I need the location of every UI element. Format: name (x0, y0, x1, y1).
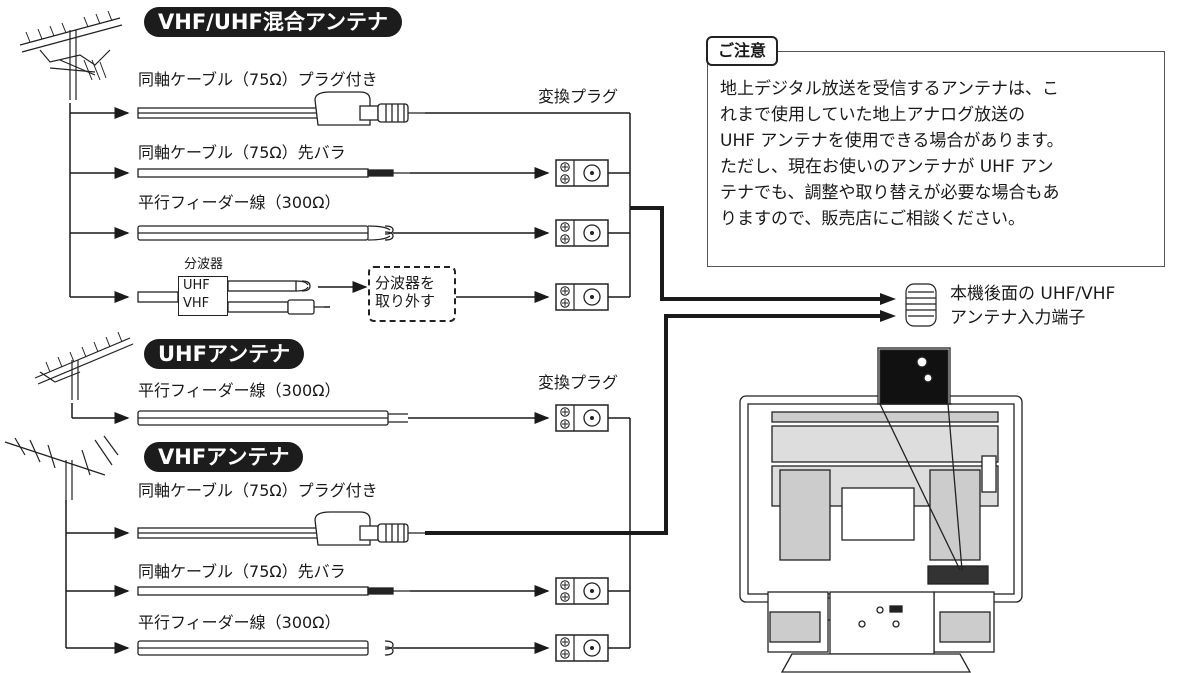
splitter-box: UHF VHF (178, 276, 228, 316)
uhf-antenna-icon (34, 331, 134, 400)
vhf-antenna-title: VHFアンテナ (144, 442, 304, 472)
remove-splitter-note: 分波器を 取り外す (368, 266, 456, 322)
cable-label: 平行フィーダー線（300Ω） (138, 193, 341, 212)
uhf-antenna-title: UHFアンテナ (144, 339, 305, 369)
cable-label: 平行フィーダー線（300Ω） (138, 613, 341, 632)
branch-lines (65, 103, 130, 654)
cables (137, 91, 425, 656)
caution-note-line: テナでも、調整や取り替えが必要な場合もあ (720, 183, 1060, 203)
remove-splitter-line1: 分波器を (375, 274, 436, 292)
conversion-plug-label: 変換プラグ (538, 87, 619, 106)
caution-note-title: ご注意 (706, 36, 779, 66)
input-terminal-icon (905, 283, 937, 327)
plug-lines (318, 112, 631, 654)
splitter-title: 分波器 (184, 257, 224, 272)
main-feed-lines (425, 206, 880, 535)
cable-label: 同軸ケーブル（75Ω）先バラ (138, 562, 346, 581)
caution-note-line: UHF アンテナを使用できる場合があります。 (720, 131, 1064, 151)
cable-label: 平行フィーダー線（300Ω） (138, 381, 341, 400)
conversion-plug-boxes (555, 159, 609, 662)
splitter-uhf-label: UHF (183, 278, 210, 293)
cable-label: 同軸ケーブル（75Ω）プラグ付き (138, 70, 378, 89)
vhf-uhf-antenna-icon (19, 10, 123, 100)
cable-label: 同軸ケーブル（75Ω）プラグ付き (138, 481, 378, 500)
caution-note-line: 地上デジタル放送を受信するアンテナは、こ (720, 79, 1059, 99)
caution-note-box (707, 51, 1165, 267)
tv-rear-illustration (739, 347, 1023, 673)
conversion-plug-label: 変換プラグ (538, 373, 619, 392)
remove-splitter-line2: 取り外す (375, 292, 436, 310)
caution-note-line: れまで使用していた地上アナログ放送の (720, 105, 1026, 125)
vhf-antenna-icon (4, 435, 119, 500)
caution-note-line: りますので、販売店にご相談ください。 (720, 209, 1025, 229)
caution-note-line: ただし、現在お使いのアンテナが UHF アン (720, 157, 1054, 177)
splitter-vhf-label: VHF (183, 296, 210, 311)
cable-label: 同軸ケーブル（75Ω）先バラ (138, 143, 346, 162)
terminal-label-line1: 本機後面の UHF/VHF (950, 284, 1116, 304)
terminal-label-line2: アンテナ入力端子 (950, 308, 1086, 328)
vhf-uhf-antenna-title: VHF/UHF混合アンテナ (144, 7, 402, 37)
